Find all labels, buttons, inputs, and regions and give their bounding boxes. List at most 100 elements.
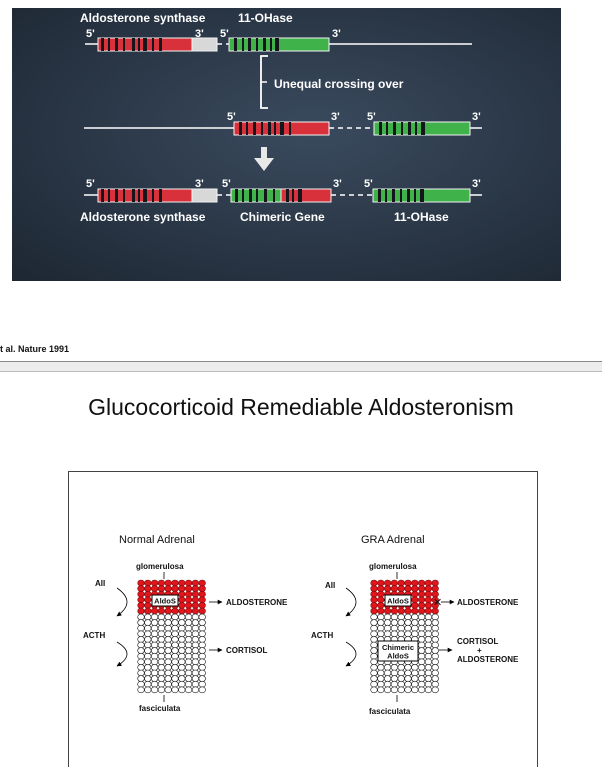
glomerulosa-cell: [418, 602, 426, 609]
fasciculata-cell: [198, 624, 206, 632]
fasciculata-cell: [137, 686, 145, 694]
glomerulosa-cell: [411, 596, 419, 604]
fasciculata-cell: [178, 669, 186, 677]
glomerulosa-cell: [397, 585, 405, 592]
fasciculata-cell: [164, 647, 172, 654]
fasciculata-cell: [390, 630, 399, 638]
fasciculata-cell: [164, 630, 172, 638]
glomerulosa-cell: [370, 596, 378, 604]
fasciculata-cell: [431, 636, 439, 643]
fasciculata-cell: [137, 636, 145, 643]
gra-chimeric-label-2: AldoS: [387, 652, 409, 661]
fasciculata-cell: [137, 675, 145, 682]
fasciculata-cell: [157, 675, 165, 682]
fasciculata-cell: [144, 613, 152, 621]
fasciculata-cell: [411, 624, 419, 632]
fasciculata-cell: [157, 686, 165, 694]
fasciculata-cell: [137, 664, 145, 671]
normal-cortisol-label: CORTISOL: [226, 646, 267, 655]
fasciculata-cell: [384, 680, 392, 688]
glomerulosa-cell: [144, 607, 152, 615]
fasciculata-cell: [198, 619, 206, 626]
fasciculata-cell: [150, 664, 159, 671]
fasciculata-cell: [164, 652, 172, 660]
glomerulosa-cell: [198, 607, 206, 615]
glomerulosa-cell: [191, 590, 199, 598]
fasciculata-cell: [164, 613, 172, 621]
row2-right-5prime: 5': [367, 111, 376, 123]
fasciculata-cell: [137, 647, 145, 654]
fasciculata-cell: [150, 686, 159, 694]
fasciculata-cell: [150, 641, 159, 649]
fasciculata-cell: [424, 675, 433, 682]
glomerulosa-cell: [184, 585, 193, 592]
glomerulosa-cell: [191, 596, 199, 604]
fasciculata-cell: [178, 624, 186, 632]
glomerulosa-cell: [370, 585, 378, 592]
fasciculata-cell: [411, 680, 419, 688]
glomerulosa-cell: [150, 607, 159, 615]
fasciculata-cell: [191, 664, 199, 671]
fasciculata-cell: [418, 658, 426, 666]
fasciculata-cell: [171, 686, 179, 694]
fasciculata-cell: [418, 630, 426, 638]
fasciculata-cell: [137, 658, 145, 666]
fasciculata-cell: [150, 647, 159, 654]
fasciculata-cell: [144, 669, 152, 677]
fasciculata-cell: [418, 641, 426, 649]
fasciculata-cell: [171, 658, 179, 666]
glomerulosa-cell: [404, 607, 412, 615]
glomerulosa-cell: [370, 607, 378, 615]
glomerulosa-cell: [397, 579, 405, 587]
fasciculata-cell: [384, 619, 392, 626]
fasciculata-cell: [397, 675, 405, 682]
fasciculata-cell: [178, 630, 186, 638]
chimeric-gene: [230, 188, 332, 203]
normal-aii-arrow: [116, 587, 128, 617]
fasciculata-cell: [198, 636, 206, 643]
normal-aldosterone-label: ALDOSTERONE: [226, 598, 288, 607]
fasciculata-cell: [150, 619, 159, 626]
fasciculata-cell: [137, 652, 145, 660]
fasciculata-cell: [150, 658, 159, 666]
fasciculata-cell: [198, 664, 206, 671]
fasciculata-cell: [424, 669, 433, 677]
fasciculata-cell: [411, 630, 419, 638]
row2-left-3prime: 3': [331, 111, 340, 123]
fasciculata-cell: [157, 641, 165, 649]
fasciculata-cell: [178, 664, 186, 671]
glomerulosa-cell: [411, 585, 419, 592]
glomerulosa-cell: [184, 607, 193, 615]
glomerulosa-cell: [377, 602, 385, 609]
row3-right-3prime: 3': [472, 178, 481, 190]
glomerulosa-cell: [411, 602, 419, 609]
fasciculata-cell: [198, 675, 206, 682]
fasciculata-cell: [377, 619, 385, 626]
top-label-11-ohase: 11-OHase: [238, 11, 293, 25]
glomerulosa-cell: [178, 596, 186, 604]
fasciculata-cell: [178, 641, 186, 649]
crossing-label: Unequal crossing over: [274, 77, 404, 91]
11-ohase-gene-3: [372, 188, 471, 203]
gra-adrenal: GRA Adrenal glomerulosa AldoS Chimeric A…: [311, 534, 519, 716]
fasciculata-cell: [164, 675, 172, 682]
citation: t al. Nature 1991: [0, 344, 70, 354]
fasciculata-cell: [424, 652, 433, 660]
normal-aldos-label: AldoS: [154, 597, 176, 606]
glomerulosa-cell: [424, 596, 433, 604]
fasciculata-cell: [397, 630, 405, 638]
normal-acth-arrow: [116, 641, 128, 667]
fasciculata-cell: [418, 675, 426, 682]
fasciculata-cell: [404, 630, 412, 638]
fasciculata-cell: [411, 675, 419, 682]
glomerulosa-cell: [384, 579, 392, 587]
row3-mid-3prime: 3': [333, 178, 342, 190]
fasciculata-cell: [418, 664, 426, 671]
fasciculata-cell: [191, 636, 199, 643]
fasciculata-cell: [137, 630, 145, 638]
bottom-label-aldosterone-synthase: Aldosterone synthase: [80, 210, 206, 224]
fasciculata-cell: [178, 658, 186, 666]
fasciculata-cell: [137, 613, 145, 621]
fasciculata-cell: [184, 641, 193, 649]
fasciculata-cell: [191, 613, 199, 621]
